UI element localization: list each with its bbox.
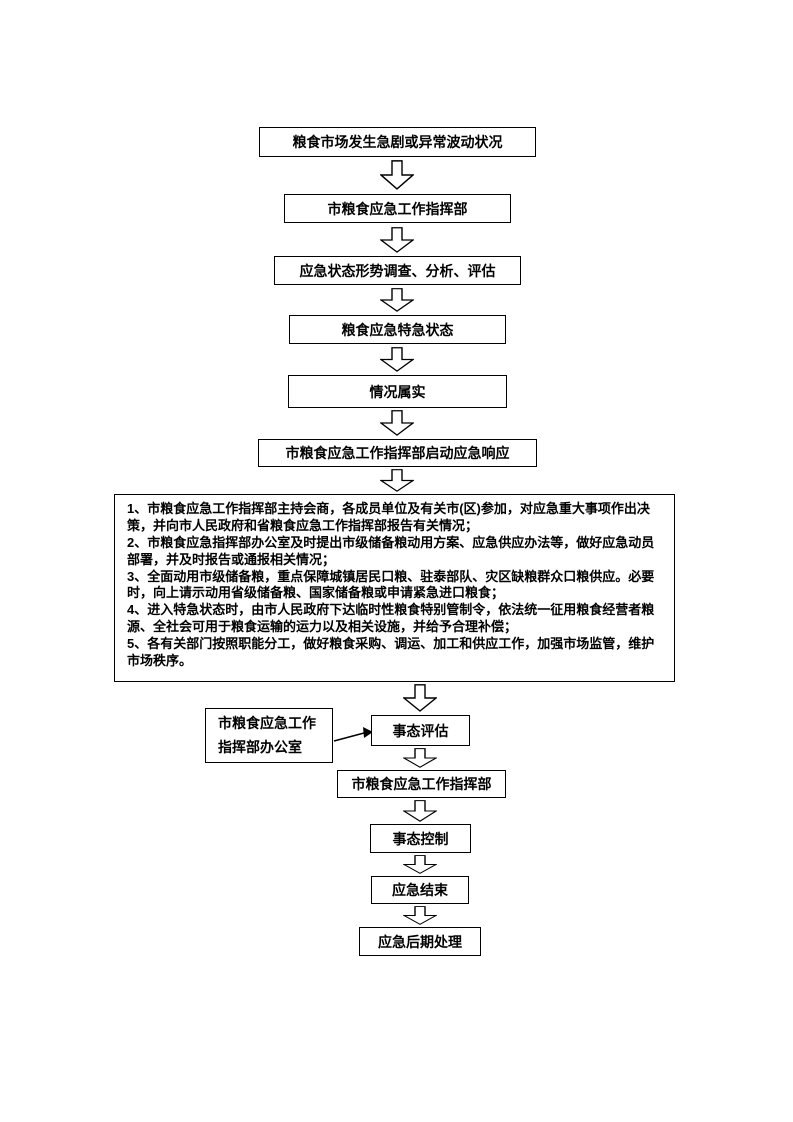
office-label-line1: 市粮食应急工作	[218, 715, 316, 732]
flow-box-assessment: 事态评估	[371, 715, 470, 746]
flow-arrow-down	[380, 347, 414, 372]
measure-item-4: 4、进入特急状态时，由市人民政府下达临时性粮食特别管制令，依法统一征用粮食经营者…	[127, 602, 655, 635]
flow-box-command-center: 市粮食应急工作指挥部	[284, 194, 511, 223]
office-label-line2: 指挥部办公室	[218, 738, 302, 755]
measure-item-5: 5、各有关部门按照职能分工，做好粮食采购、调运、加工和供应工作，加强市场监管，维…	[127, 636, 655, 669]
measure-item-1: 1、市粮食应急工作指挥部主持会商，各成员单位及有关市(区)参加，对应急重大事项作…	[127, 501, 650, 533]
flow-arrow-down	[403, 800, 437, 822]
flow-box-command-office: 市粮食应急工作 指挥部办公室	[205, 708, 333, 763]
measure-item-2: 2、市粮食应急指挥部办公室及时提出市级储备粮动用方案、应急供应办法等，做好应急动…	[127, 534, 655, 567]
flow-arrow-down	[403, 748, 437, 768]
flow-box-market-fluctuation: 粮食市场发生急剧或异常波动状况	[259, 127, 536, 157]
flow-box-situation-verified: 情况属实	[288, 375, 507, 408]
flow-box-control: 事态控制	[370, 824, 471, 853]
flow-arrow-down	[403, 855, 437, 874]
flow-arrow-right	[333, 722, 373, 748]
flow-box-emergency-end: 应急结束	[371, 876, 469, 904]
flow-arrow-down	[380, 410, 414, 436]
flow-arrow-down	[380, 160, 414, 190]
flow-box-post-processing: 应急后期处理	[359, 927, 481, 956]
flow-arrow-down	[403, 684, 437, 712]
flow-arrow-down	[380, 227, 414, 253]
measure-item-3: 3、全面动用市级储备粮，重点保障城镇居民口粮、驻泰部队、灾区缺粮群众口粮供应。必…	[127, 568, 655, 601]
flow-arrow-down	[380, 288, 414, 312]
flow-box-response-measures: 1、市粮食应急工作指挥部主持会商，各成员单位及有关市(区)参加，对应急重大事项作…	[114, 494, 675, 682]
flow-box-start-response: 市粮食应急工作指挥部启动应急响应	[258, 439, 537, 467]
flow-box-urgent-state: 粮食应急特急状态	[289, 315, 506, 344]
flow-box-command-center-2: 市粮食应急工作指挥部	[337, 770, 506, 798]
flow-arrow-down	[380, 469, 414, 492]
flow-box-investigation: 应急状态形势调查、分析、评估	[274, 256, 521, 285]
flow-arrow-down	[403, 906, 437, 925]
